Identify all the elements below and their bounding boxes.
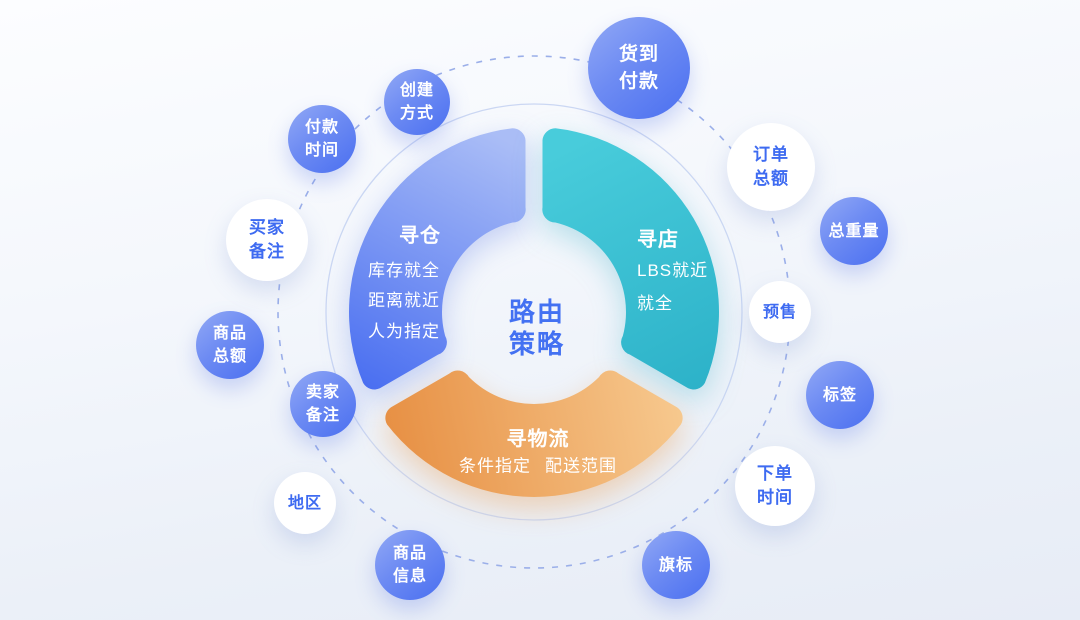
bubble-label: 下单 <box>757 464 793 483</box>
center-title-line-2: 策略 <box>508 329 566 359</box>
bubble-label: 卖家 <box>305 384 340 401</box>
segment-find-logistics-item: 条件指定 <box>459 456 531 476</box>
bubble-product-info: 商品 信息 <box>375 530 445 600</box>
segment-find-logistics-item: 配送范围 <box>545 456 617 476</box>
bubble-creation-method: 创建 方式 <box>384 69 450 135</box>
bubble-label: 付款 <box>304 119 339 136</box>
bubble-label: 备注 <box>305 407 340 424</box>
bubble-label: 订单 <box>753 145 789 164</box>
bubble-label: 预售 <box>762 303 797 321</box>
bubble-label: 创建 <box>399 82 434 99</box>
bubble-label: 备注 <box>249 242 285 261</box>
bubble-label: 时间 <box>304 142 339 159</box>
segment-find-logistics-arc <box>385 370 683 497</box>
bubble-label: 商品 <box>212 325 247 342</box>
segment-find-store-item: LBS就近 <box>637 261 709 280</box>
bubble-buyer-note: 买家 备注 <box>226 199 308 281</box>
segment-find-warehouse-item: 距离就近 <box>368 291 440 310</box>
center-title-line-1: 路由 <box>508 297 566 327</box>
bubble-total-weight: 总重量 <box>820 197 888 265</box>
bubble-label: 总重量 <box>828 222 880 240</box>
bubble-cash-on-delivery: 货到 付款 <box>588 17 690 119</box>
bubble-label: 付款 <box>618 71 659 92</box>
bubble-flag: 旗标 <box>642 531 710 599</box>
bubble-order-total: 订单 总额 <box>727 123 815 211</box>
bubble-label: 总额 <box>212 348 247 365</box>
bubble-label: 总额 <box>753 169 789 188</box>
bubble-label: 买家 <box>249 218 285 237</box>
segment-find-warehouse-item: 库存就全 <box>368 261 440 280</box>
segment-find-store-title: 寻店 <box>637 229 679 251</box>
bubble-payment-time: 付款 时间 <box>288 105 356 173</box>
segment-find-store-arc <box>542 128 719 390</box>
bubble-label: 信息 <box>392 568 427 585</box>
bubble-label: 商品 <box>392 545 427 562</box>
segment-find-warehouse-item: 人为指定 <box>368 322 440 341</box>
bubble-label: 地区 <box>287 494 322 512</box>
bubble-tag: 标签 <box>806 361 874 429</box>
bubble-presale: 预售 <box>749 281 811 343</box>
orbit-solid-circle <box>325 103 743 521</box>
bubble-region: 地区 <box>274 472 336 534</box>
bubble-label: 货到 <box>618 44 659 65</box>
bubble-product-total: 商品 总额 <box>196 311 264 379</box>
bubble-seller-note: 卖家 备注 <box>290 371 356 437</box>
segment-find-logistics-title: 寻物流 <box>506 428 570 451</box>
bubble-label: 方式 <box>399 105 434 122</box>
segment-find-store-item: 就全 <box>637 294 673 313</box>
segment-find-warehouse-arc <box>349 128 526 390</box>
bubble-order-time: 下单 时间 <box>735 446 815 526</box>
segment-find-warehouse-title: 寻仓 <box>399 225 441 247</box>
bubble-label: 旗标 <box>658 556 693 574</box>
bubble-label: 时间 <box>757 488 793 507</box>
bubble-label: 标签 <box>822 386 857 404</box>
